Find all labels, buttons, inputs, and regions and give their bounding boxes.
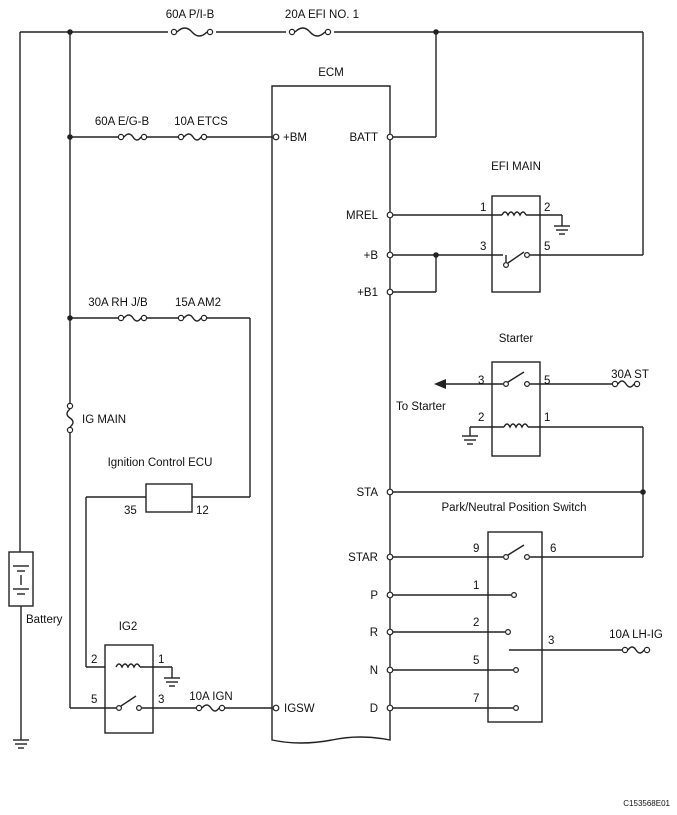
fuse-st-label: 30A ST (611, 369, 649, 381)
pnp-pin-2: 2 (473, 617, 479, 629)
ig-main-label: IG MAIN (82, 414, 126, 426)
ecm-pin-b1: +B1 (357, 287, 378, 299)
to-starter-label: To Starter (396, 401, 446, 413)
ig2-relay: IG2 2 1 5 3 10A IGN IGSW (70, 621, 315, 734)
top-bus (19, 29, 644, 708)
ignition-control-ecu: Ignition Control ECU 35 12 (85, 457, 213, 668)
ig2-pin-1: 1 (158, 654, 164, 666)
ecm-pin-mrel: MREL (346, 210, 379, 222)
st-pin-2: 2 (478, 412, 484, 424)
fuse-efi-no1-label: 20A EFI NO. 1 (285, 9, 359, 21)
efi-main-relay: EFI MAIN MREL 1 2 +B 3 5 +B1 (346, 161, 643, 299)
ecm-pin-batt: BATT (349, 132, 378, 144)
st-pin-3: 3 (478, 375, 484, 387)
ecm-box: ECM (271, 67, 391, 744)
efi-pin-5: 5 (544, 241, 550, 253)
ecm-pin-sta: STA (356, 487, 378, 499)
bm-feed: 60A E/G-B 10A ETCS +BM (70, 116, 307, 144)
am2-feed: 30A RH J/B 15A AM2 (70, 297, 251, 498)
ecm-pin-igsw: IGSW (284, 703, 315, 715)
st-pin-1: 1 (544, 412, 550, 424)
pnp-pin-5: 5 (473, 655, 479, 667)
fuse-etcs-label: 10A ETCS (174, 116, 228, 128)
figure-code: C153568E01 (623, 799, 670, 808)
fuse-efi-no1: 20A EFI NO. 1 (285, 9, 359, 37)
fuse-p-ib: 60A P/I-B (166, 9, 215, 37)
ecm-title: ECM (318, 67, 344, 79)
ecu-pin-12: 12 (196, 505, 209, 517)
efi-pin-1: 1 (480, 202, 486, 214)
starter-label: Starter (499, 333, 534, 345)
fuse-rh-jb-label: 30A RH J/B (88, 297, 148, 309)
fuse-p-ib-label: 60A P/I-B (166, 9, 215, 21)
ecm-pin-d: D (370, 703, 378, 715)
ecm-pin-p: P (370, 590, 378, 602)
ig-main-fuse: IG MAIN (66, 402, 126, 434)
ig2-pin-2: 2 (91, 654, 97, 666)
ecm-pin-bm: +BM (283, 132, 307, 144)
ig2-pin-3: 3 (158, 694, 164, 706)
pnp-pin-7: 7 (473, 693, 479, 705)
battery: Battery (8, 551, 63, 749)
sta-line: STA (356, 487, 646, 557)
fuse-e-gb-label: 60A E/G-B (95, 116, 150, 128)
efi-pin-3: 3 (480, 241, 486, 253)
ignition-ecu-label: Ignition Control ECU (108, 457, 213, 469)
efi-pin-2: 2 (544, 202, 550, 214)
starter-relay: Starter 3 5 30A ST To Starter 2 1 (396, 333, 649, 492)
ecm-pin-n: N (370, 665, 378, 677)
ecm-pin-star: STAR (348, 552, 378, 564)
battery-label: Battery (26, 614, 63, 626)
fuse-am2-label: 15A AM2 (175, 297, 221, 309)
pnp-switch: Park/Neutral Position Switch STAR 9 6 P … (348, 502, 663, 723)
ecu-pin-35: 35 (124, 505, 137, 517)
fuse-lh-ig-label: 10A LH-IG (609, 629, 663, 641)
pnp-switch-label: Park/Neutral Position Switch (441, 502, 586, 514)
ig2-label: IG2 (119, 621, 138, 633)
ecm-pin-r: R (370, 627, 378, 639)
ecm-pin-b: +B (364, 250, 379, 262)
pnp-pin-6: 6 (550, 543, 556, 555)
ig2-pin-5: 5 (91, 694, 97, 706)
st-pin-5: 5 (544, 375, 550, 387)
pnp-pin-9: 9 (473, 543, 479, 555)
batt-feed: BATT (349, 132, 436, 144)
pnp-pin-3: 3 (548, 635, 554, 647)
fuse-ign-label: 10A IGN (189, 691, 232, 703)
pnp-pin-1: 1 (473, 580, 479, 592)
efi-main-label: EFI MAIN (491, 161, 541, 173)
